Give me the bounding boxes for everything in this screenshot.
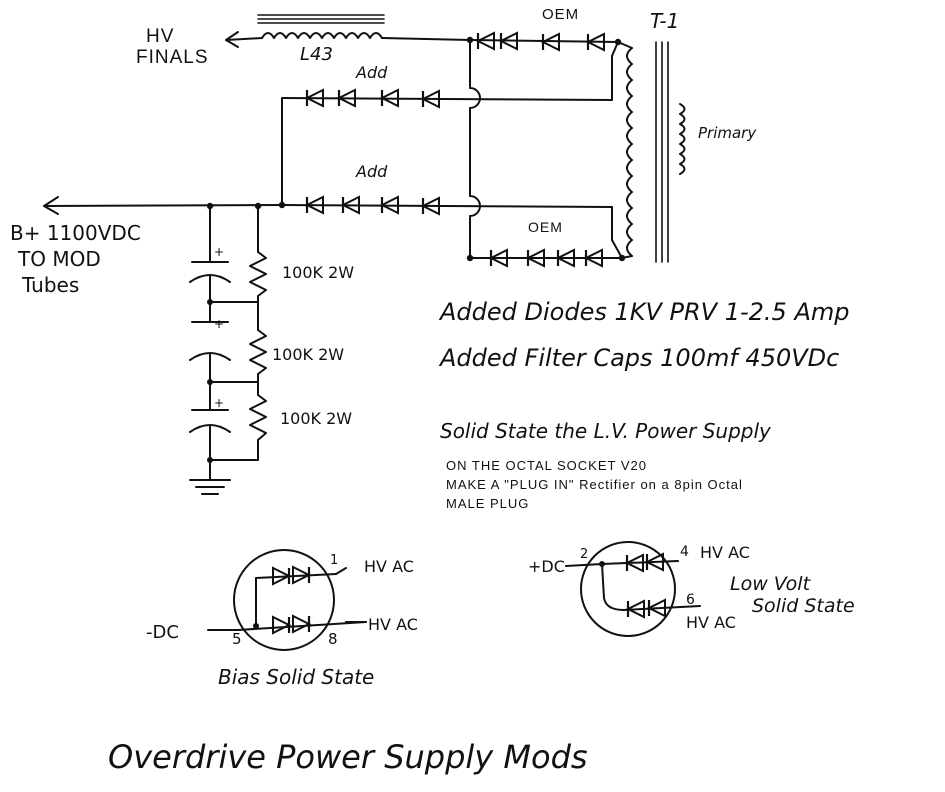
ground-symbol xyxy=(189,479,231,495)
bias-hvac-1: HV AC xyxy=(364,557,414,576)
note-caps: Added Filter Caps 100mf 450VDc xyxy=(438,344,839,372)
cap-plus-3: + xyxy=(214,396,224,410)
primary-label: Primary xyxy=(698,124,757,142)
b-plus-line1: B+ 1100VDC xyxy=(10,221,141,245)
bias-socket xyxy=(207,549,367,651)
lowvolt-hvac-1: HV AC xyxy=(700,543,750,562)
note-octal-1: ON THE OCTAL SOCKET V20 xyxy=(446,458,647,473)
bias-caption: Bias Solid State xyxy=(218,665,374,689)
inductor-l43 xyxy=(257,14,385,39)
cap-plus-2: + xyxy=(214,317,224,331)
bias-pin-5: 5 xyxy=(232,630,242,648)
b-plus-output xyxy=(43,196,283,215)
note-diodes: Added Diodes 1KV PRV 1-2.5 Amp xyxy=(438,298,850,326)
b-plus-line3: Tubes xyxy=(21,273,79,297)
low-volt-socket xyxy=(565,541,701,637)
lowvolt-hvac-2: HV AC xyxy=(686,613,736,632)
hv-label-line1: HV xyxy=(146,26,174,47)
add-lower-label: Add xyxy=(355,162,388,181)
bias-pin-8: 8 xyxy=(328,630,338,648)
b-plus-line2: TO MOD xyxy=(17,247,101,271)
lowvolt-caption-2: Solid State xyxy=(752,595,855,617)
oem-top-label: OEM xyxy=(542,6,579,23)
lowvolt-input-label: +DC xyxy=(528,557,565,576)
page-title: Overdrive Power Supply Mods xyxy=(108,738,588,776)
bias-hvac-2: HV AC xyxy=(368,615,418,634)
resistor-label-3: 100K 2W xyxy=(280,409,352,428)
note-solid-state: Solid State the L.V. Power Supply xyxy=(440,419,772,443)
lowvolt-pin-6: 6 xyxy=(686,592,695,608)
lowvolt-pin-2: 2 xyxy=(580,547,588,562)
bias-input-label: -DC xyxy=(146,622,179,643)
inductor-label: L43 xyxy=(300,44,333,65)
lowvolt-caption-1: Low Volt xyxy=(730,573,812,595)
cap-plus-1: + xyxy=(214,245,224,259)
note-octal-3: MALE PLUG xyxy=(446,496,529,511)
hv-label-line2: FINALS xyxy=(136,47,209,68)
transformer-t1 xyxy=(617,41,686,263)
resistor-string xyxy=(249,205,267,461)
resistor-label-1: 100K 2W xyxy=(282,263,354,282)
note-octal-2: MAKE A "PLUG IN" Rectifier on a 8pin Oct… xyxy=(446,477,743,492)
resistor-label-2: 100K 2W xyxy=(272,345,344,364)
oem-bottom-label: OEM xyxy=(528,219,563,235)
add-upper-label: Add xyxy=(355,63,388,82)
bias-pin-1: 1 xyxy=(330,553,338,568)
hv-finals-output xyxy=(225,31,263,48)
transformer-label: T-1 xyxy=(650,9,679,33)
lowvolt-pin-4: 4 xyxy=(680,544,689,560)
